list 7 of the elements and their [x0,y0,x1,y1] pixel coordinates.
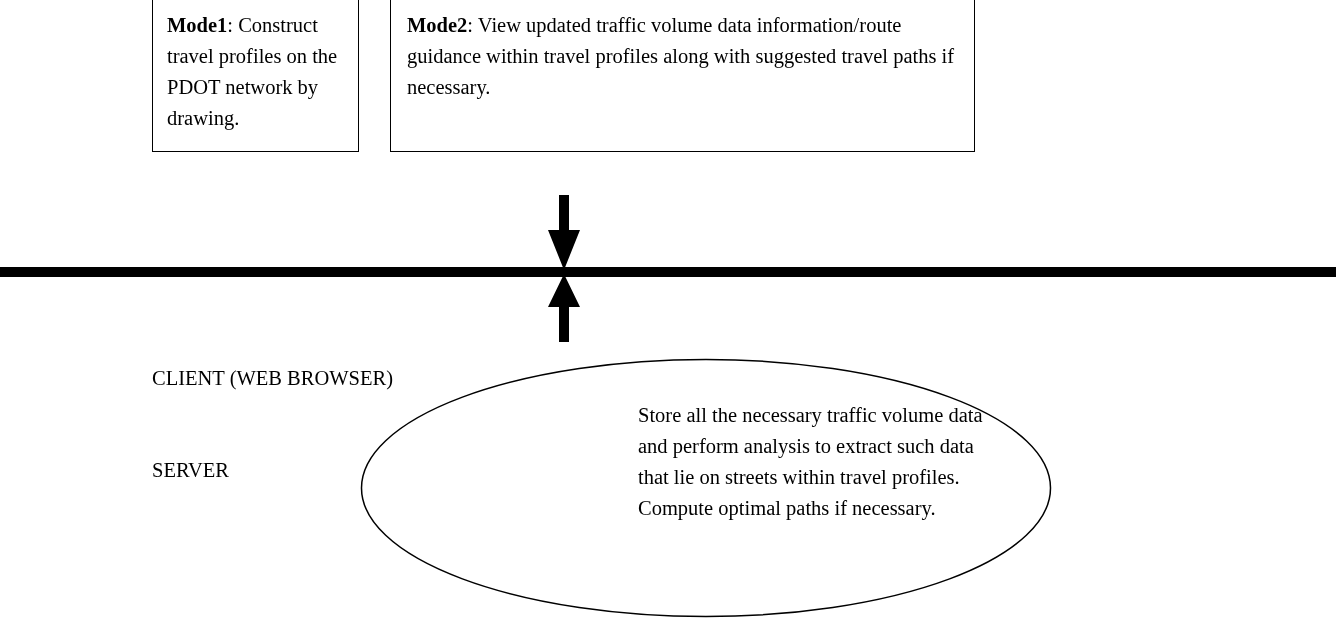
text-box [152,0,359,152]
tier-label: CLIENT (WEB BROWSER) [152,366,394,392]
text-box [390,0,975,152]
description-text: Mode2: View updated traffic volume data information/route guidance within travel profiles along with suggested travel paths if necessary. [407,13,956,101]
description-text: Store all the necessary traffic volume data and perform analysis to extract such data that lie on streets within travel profiles. Compute optimal paths if necessary. [638,403,984,522]
description-text: Mode1: Construct travel profiles on the PDOT network by drawing. [167,13,339,132]
tier-label: SERVER [152,458,229,483]
